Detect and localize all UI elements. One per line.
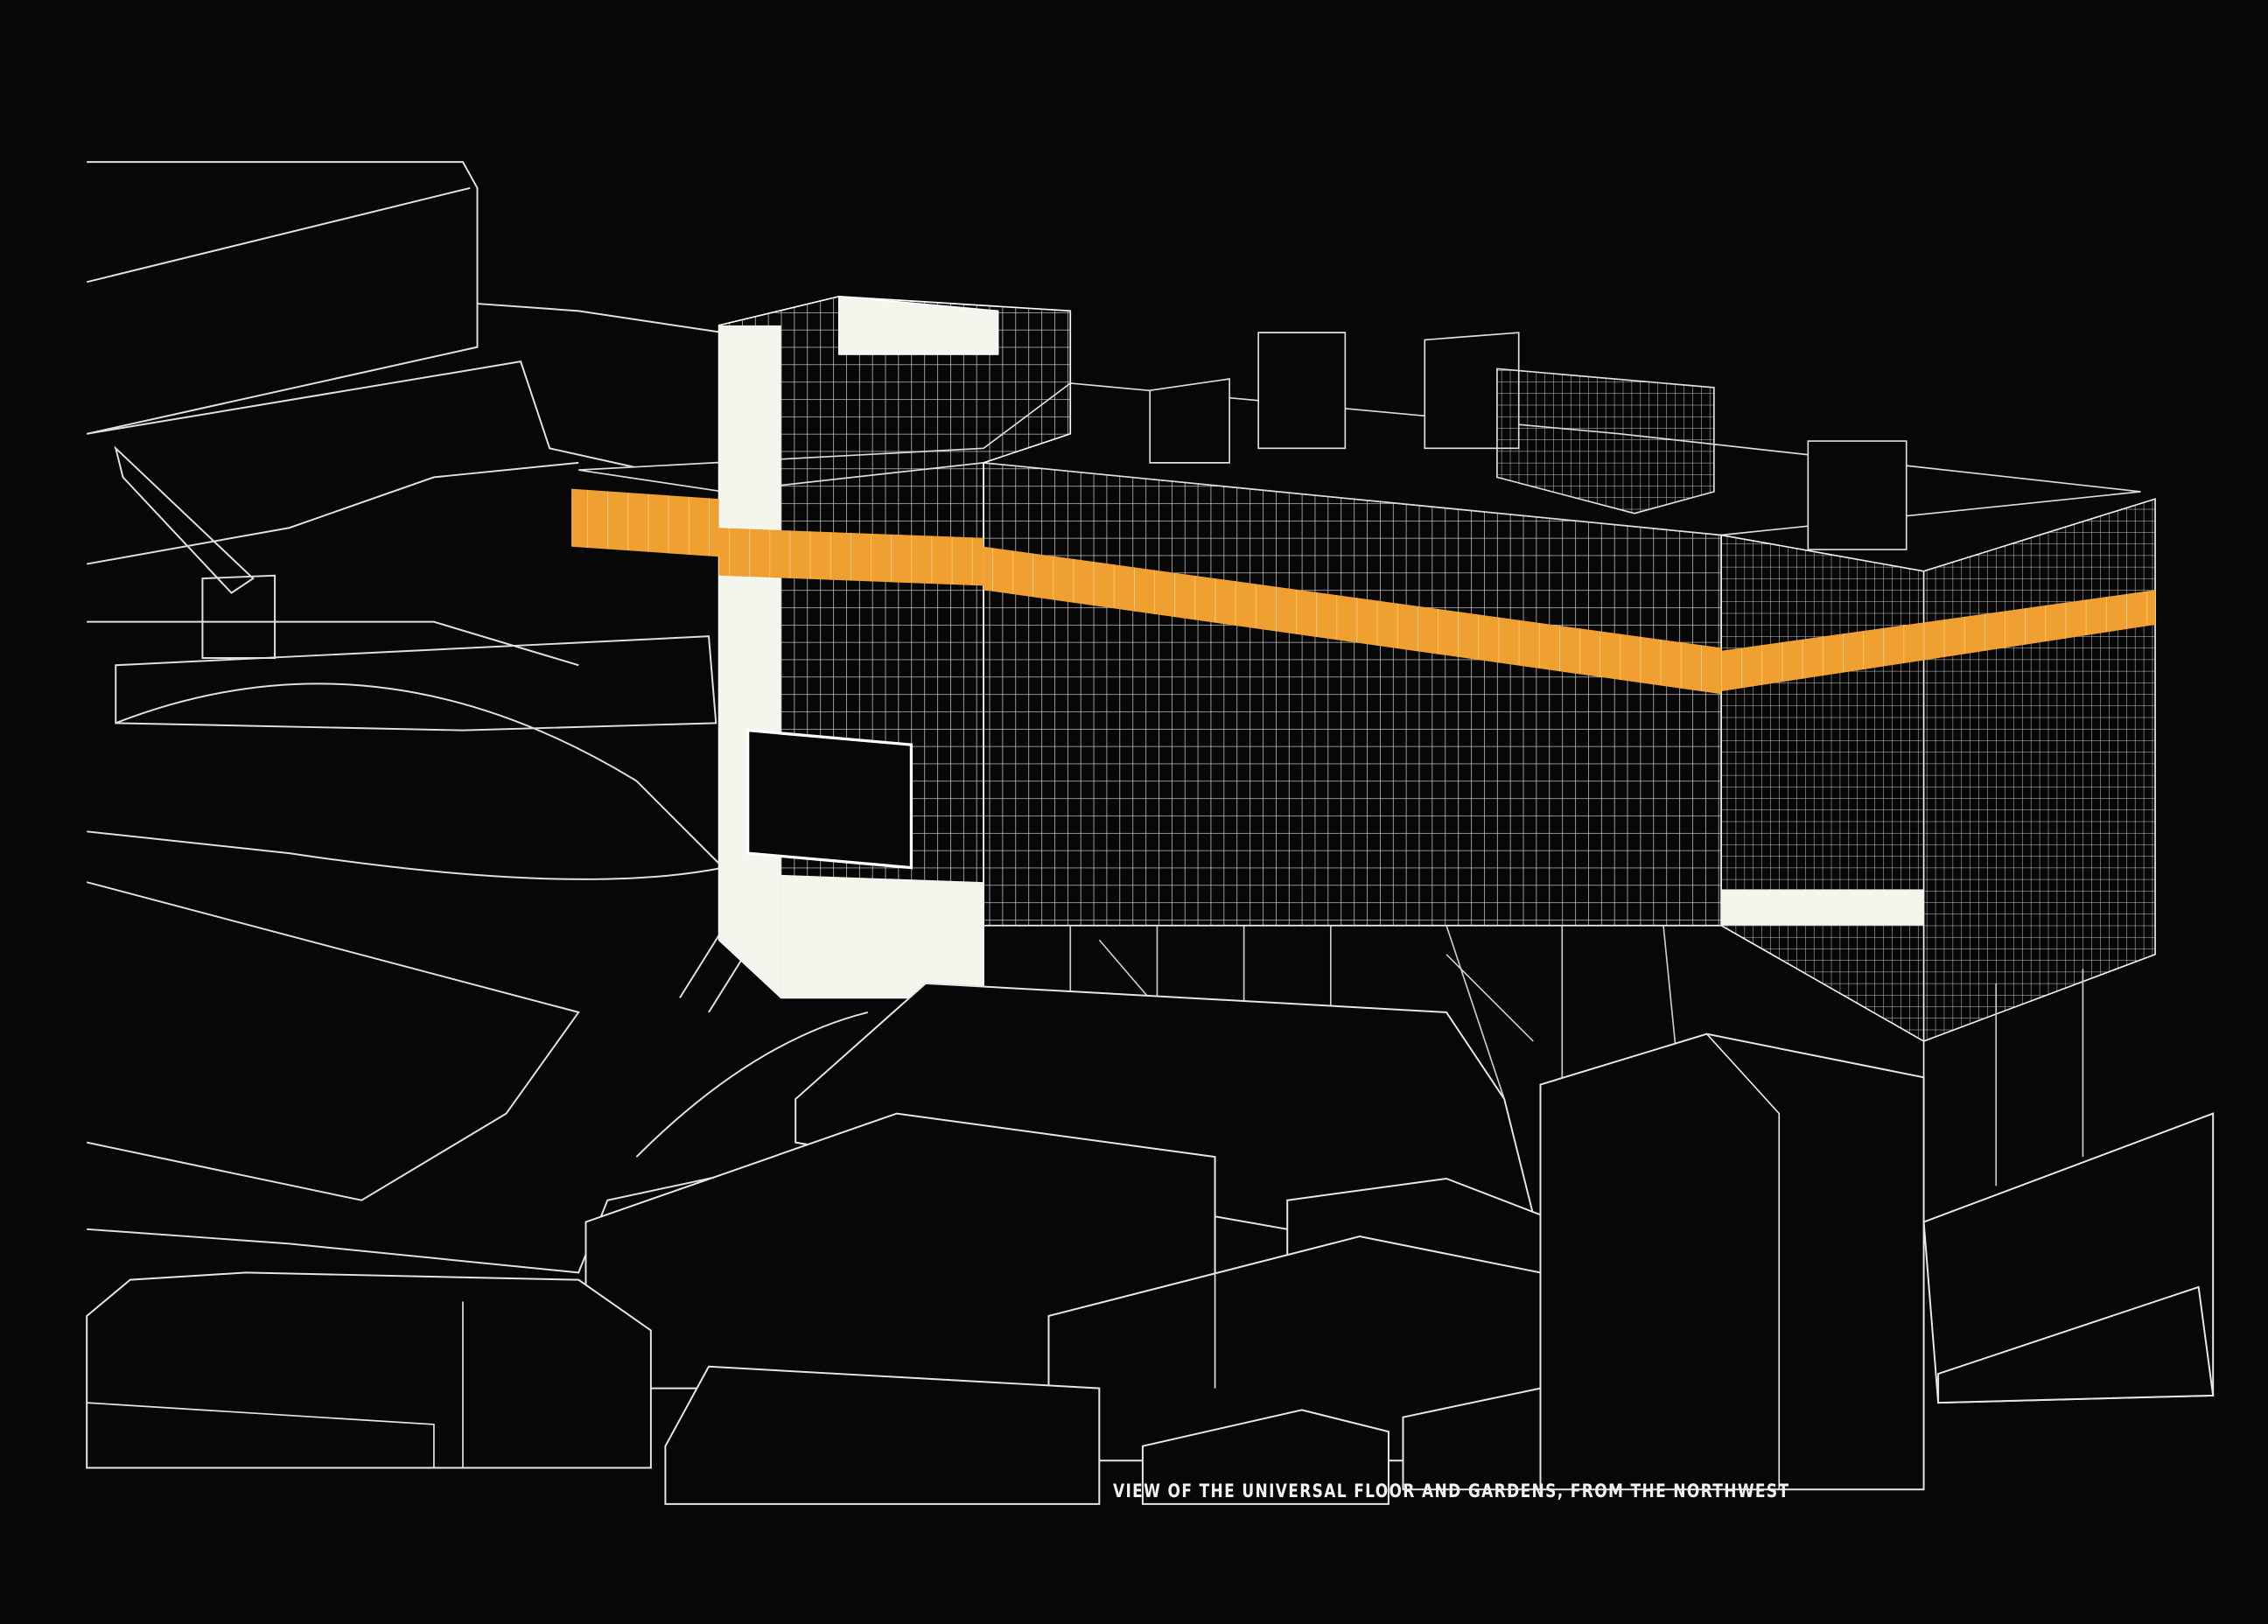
drawing-caption: VIEW OF THE UNIVERSAL FLOOR AND GARDENS,… xyxy=(1113,1480,1790,1502)
cantilevered-box xyxy=(746,728,914,870)
main-slab-facade xyxy=(983,461,1722,927)
universal-floor-highlight xyxy=(570,488,2156,695)
rooftop-volumes xyxy=(1149,332,1908,550)
east-block xyxy=(1720,498,2156,1042)
foreground-buildings xyxy=(86,982,2215,1505)
foreground-edges xyxy=(87,1033,1781,1490)
